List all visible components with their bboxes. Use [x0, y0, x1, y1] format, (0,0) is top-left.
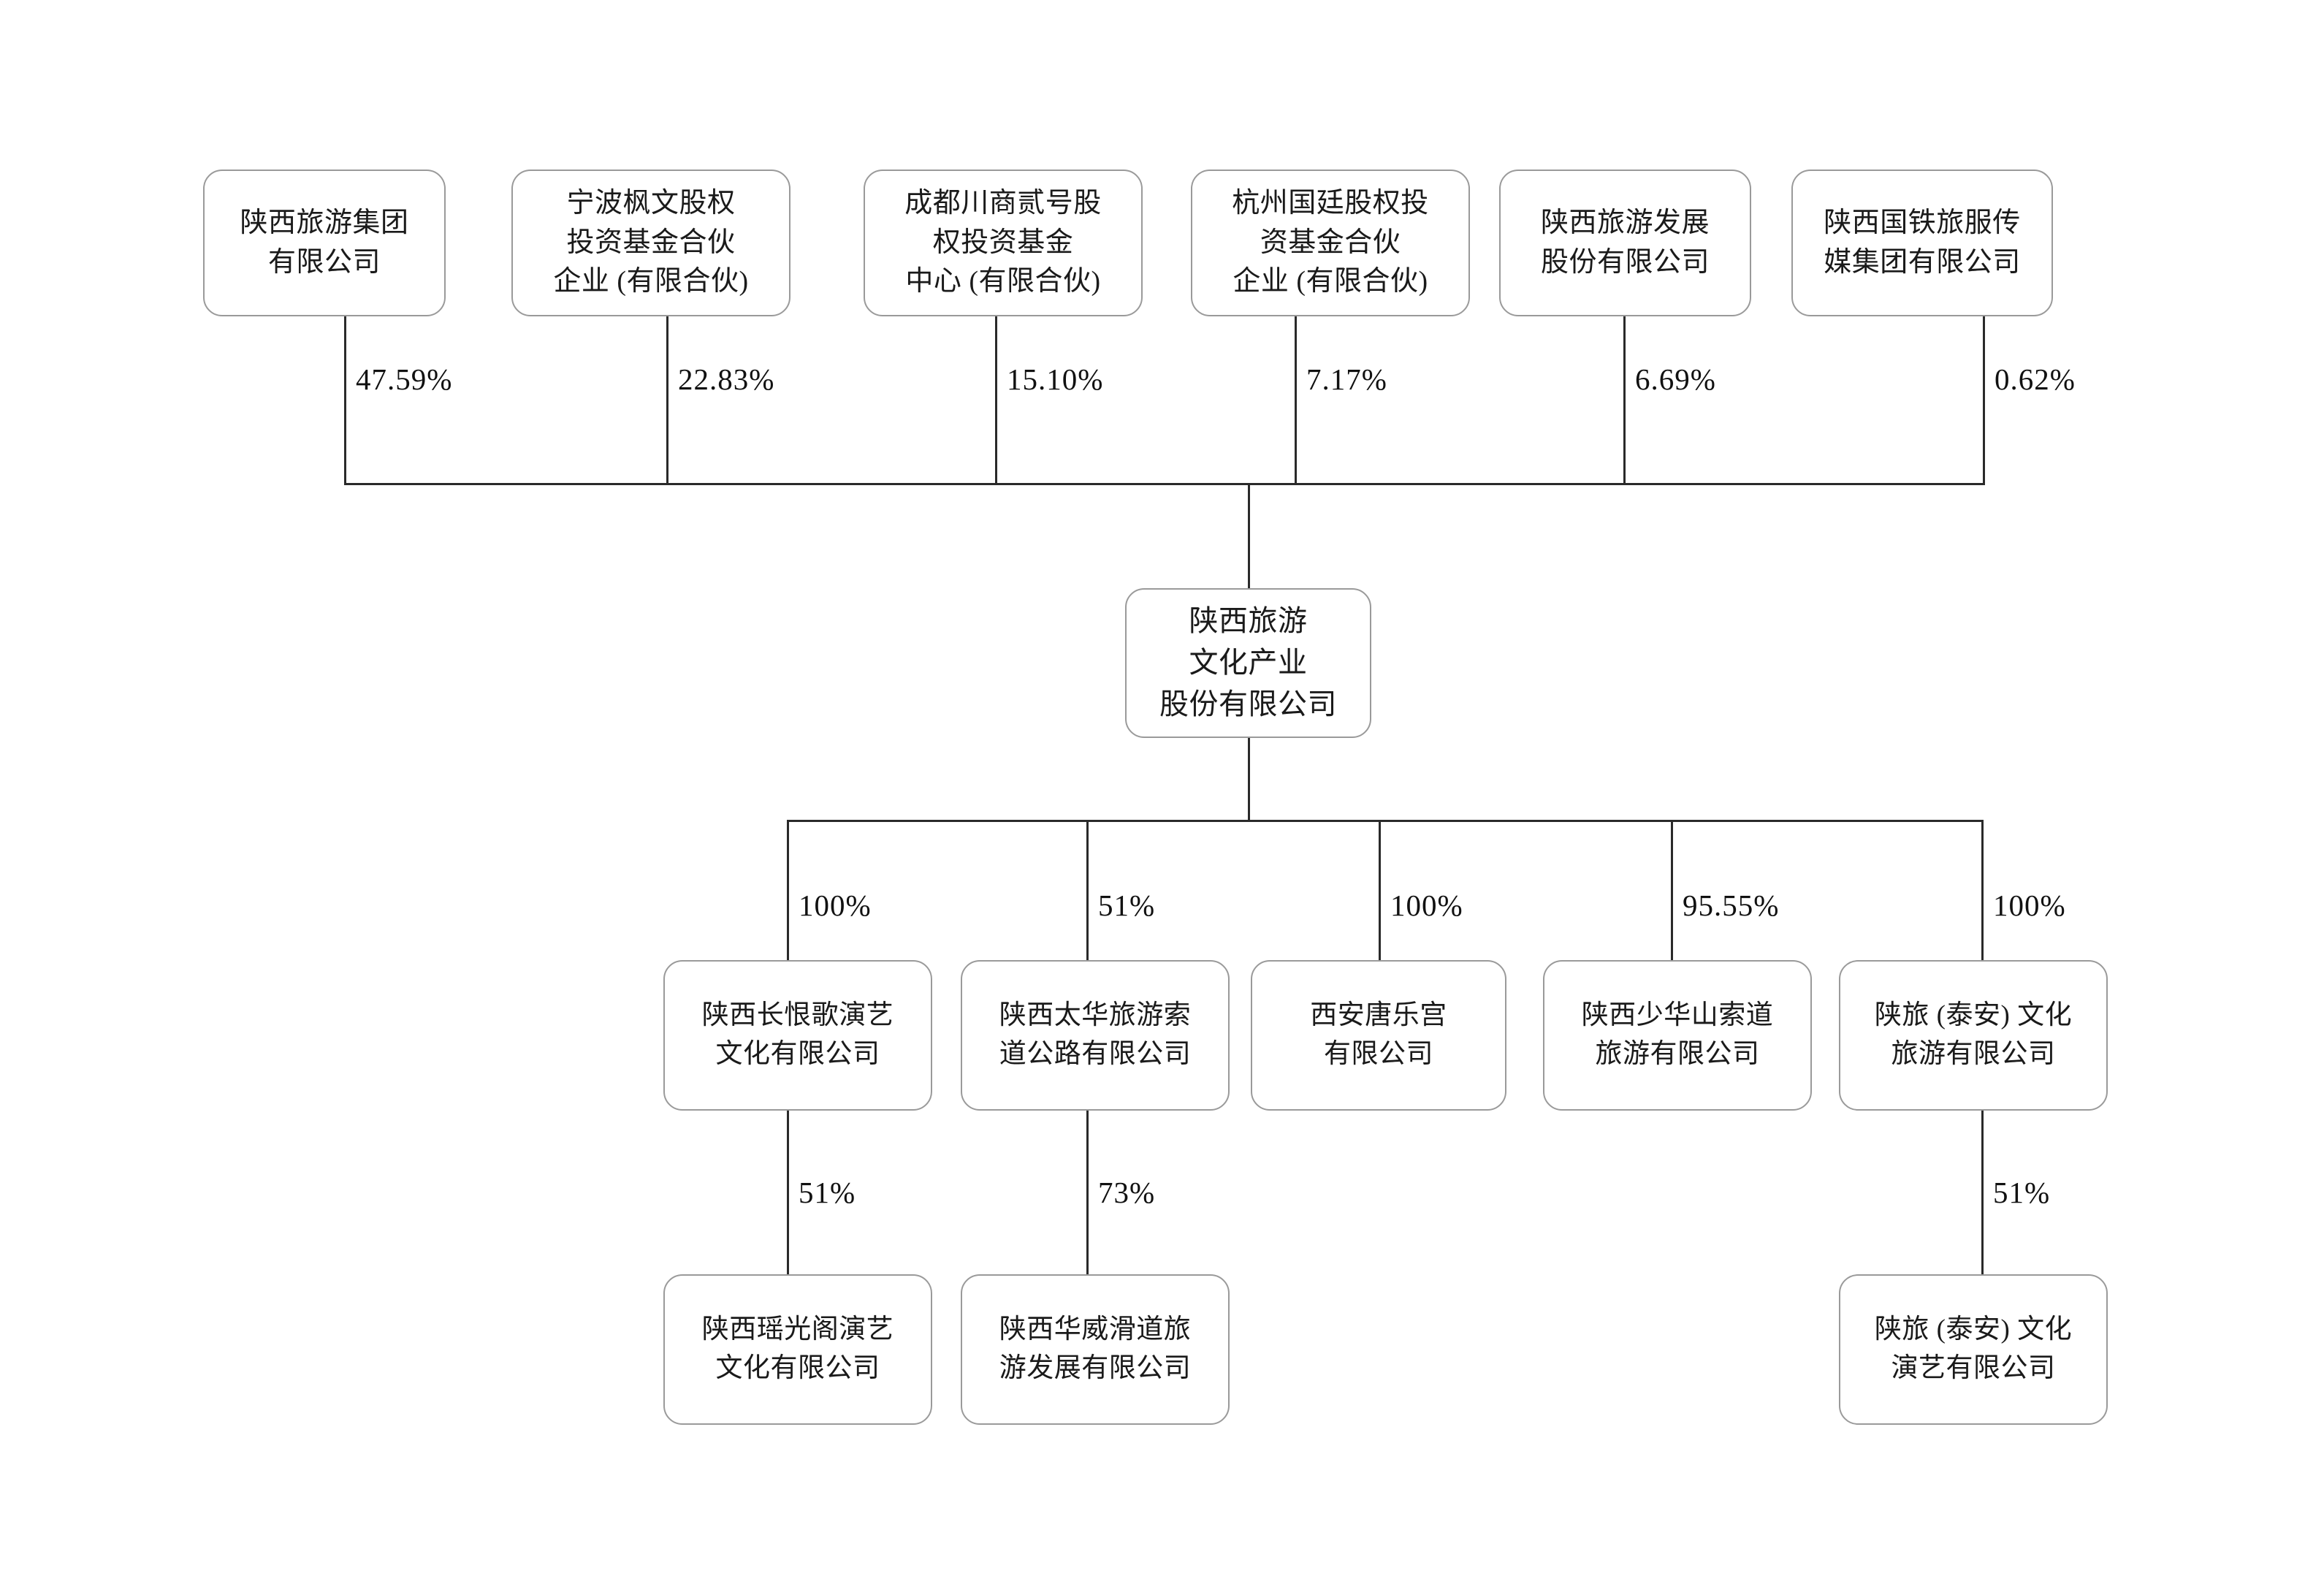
shareholder-bus-line [344, 483, 1985, 485]
subsidiary-box-3[interactable]: 西安唐乐宫 有限公司 [1251, 960, 1506, 1111]
sub-subsidiary-box-3[interactable]: 陕旅 (泰安) 文化 演艺有限公司 [1839, 1274, 2108, 1425]
shareholder-3-line-1: 成都川商贰号股 [904, 187, 1102, 218]
shareholder-6-line-2: 媒集团有限公司 [1824, 246, 2021, 278]
percent-shareholder-4: 7.17% [1306, 362, 1387, 396]
percent-sub-subsidiary-2: 73% [1098, 1176, 1156, 1209]
subsidiary-3-line-2: 有限公司 [1324, 1039, 1433, 1069]
shareholder-box-1[interactable]: 陕西旅游集团 有限公司 [203, 170, 446, 316]
percent-shareholder-1: 47.59% [356, 362, 453, 396]
shareholder-3-line-2: 权投资基金 [932, 227, 1074, 258]
sub-subsidiary-box-1[interactable]: 陕西瑶光阁演艺 文化有限公司 [663, 1274, 932, 1425]
subsidiary-3-line-1: 西安唐乐宫 [1310, 1000, 1447, 1031]
connector-bus-to-company [1248, 483, 1250, 590]
subsidiary-box-4[interactable]: 陕西少华山索道 旅游有限公司 [1543, 960, 1812, 1111]
shareholder-3-line-3: 中心 (有限合伙) [905, 266, 1101, 297]
subsidiary-2-line-2: 道公路有限公司 [999, 1039, 1192, 1069]
sub-subsidiary-1-line-2: 文化有限公司 [715, 1353, 880, 1383]
subsidiary-5-line-2: 旅游有限公司 [1891, 1039, 2056, 1069]
subsidiary-box-2[interactable]: 陕西太华旅游索 道公路有限公司 [961, 960, 1230, 1111]
percent-shareholder-5: 6.69% [1635, 362, 1716, 396]
subsidiary-box-1[interactable]: 陕西长恨歌演艺 文化有限公司 [663, 960, 932, 1111]
shareholder-box-2[interactable]: 宁波枫文股权 投资基金合伙 企业 (有限合伙) [511, 170, 790, 316]
percent-shareholder-2: 22.83% [678, 362, 775, 396]
company-line-1: 陕西旅游 [1189, 604, 1308, 638]
connector-subsidiary-2 [1086, 820, 1089, 960]
connector-company-to-subsidiary-bus [1248, 738, 1250, 821]
connector-sub-subsidiary-2 [1086, 1111, 1089, 1274]
connector-subsidiary-4 [1671, 820, 1673, 960]
subsidiary-box-5[interactable]: 陕旅 (泰安) 文化 旅游有限公司 [1839, 960, 2108, 1111]
shareholder-box-6[interactable]: 陕西国铁旅服传 媒集团有限公司 [1791, 170, 2053, 316]
percent-subsidiary-2: 51% [1098, 888, 1156, 922]
connector-shareholder-4 [1295, 316, 1297, 484]
shareholder-5-line-2: 股份有限公司 [1540, 246, 1710, 278]
shareholder-2-line-1: 宁波枫文股权 [566, 187, 736, 218]
percent-sub-subsidiary-1: 51% [799, 1176, 856, 1209]
sub-subsidiary-3-line-1: 陕旅 (泰安) 文化 [1874, 1314, 2073, 1345]
shareholder-1-line-1: 陕西旅游集团 [240, 207, 409, 238]
connector-subsidiary-1 [787, 820, 789, 960]
connector-shareholder-1 [344, 316, 346, 484]
shareholder-4-line-2: 资基金合伙 [1260, 227, 1401, 258]
shareholder-4-line-1: 杭州国廷股权投 [1232, 187, 1429, 218]
sub-subsidiary-2-line-2: 游发展有限公司 [999, 1353, 1192, 1383]
percent-sub-subsidiary-3: 51% [1993, 1176, 2051, 1209]
connector-shareholder-2 [666, 316, 668, 484]
company-line-3: 股份有限公司 [1159, 687, 1337, 720]
sub-subsidiary-box-2[interactable]: 陕西华威滑道旅 游发展有限公司 [961, 1274, 1230, 1425]
connector-subsidiary-3 [1379, 820, 1381, 960]
percent-subsidiary-3: 100% [1390, 888, 1463, 922]
shareholder-box-3[interactable]: 成都川商贰号股 权投资基金 中心 (有限合伙) [864, 170, 1143, 316]
connector-sub-subsidiary-3 [1981, 1111, 1984, 1274]
company-line-2: 文化产业 [1189, 646, 1308, 680]
sub-subsidiary-3-line-2: 演艺有限公司 [1891, 1353, 2056, 1383]
sub-subsidiary-1-line-1: 陕西瑶光阁演艺 [701, 1314, 894, 1345]
percent-shareholder-3: 15.10% [1007, 362, 1104, 396]
connector-shareholder-3 [995, 316, 997, 484]
subsidiary-5-line-1: 陕旅 (泰安) 文化 [1874, 1000, 2073, 1031]
percent-subsidiary-1: 100% [799, 888, 872, 922]
subsidiary-1-line-1: 陕西长恨歌演艺 [701, 1000, 894, 1031]
shareholder-6-line-1: 陕西国铁旅服传 [1824, 207, 2021, 238]
shareholder-box-4[interactable]: 杭州国廷股权投 资基金合伙 企业 (有限合伙) [1191, 170, 1470, 316]
sub-subsidiary-2-line-1: 陕西华威滑道旅 [999, 1314, 1192, 1345]
connector-sub-subsidiary-1 [787, 1111, 789, 1274]
subsidiary-2-line-1: 陕西太华旅游索 [999, 1000, 1192, 1031]
shareholder-box-5[interactable]: 陕西旅游发展 股份有限公司 [1499, 170, 1751, 316]
connector-shareholder-5 [1623, 316, 1626, 484]
subsidiary-bus-line [787, 820, 1983, 822]
subsidiary-1-line-2: 文化有限公司 [715, 1039, 880, 1069]
shareholder-5-line-1: 陕西旅游发展 [1540, 207, 1710, 238]
percent-shareholder-6: 0.62% [1995, 362, 2076, 396]
percent-subsidiary-4: 95.55% [1683, 888, 1780, 922]
percent-subsidiary-5: 100% [1993, 888, 2066, 922]
shareholder-4-line-3: 企业 (有限合伙) [1233, 266, 1428, 297]
subsidiary-4-line-1: 陕西少华山索道 [1581, 1000, 1774, 1031]
connector-subsidiary-5 [1981, 820, 1984, 960]
connector-shareholder-6 [1983, 316, 1985, 484]
subsidiary-4-line-2: 旅游有限公司 [1595, 1039, 1760, 1069]
shareholder-2-line-3: 企业 (有限合伙) [553, 266, 749, 297]
company-box[interactable]: 陕西旅游 文化产业 股份有限公司 [1125, 588, 1371, 738]
shareholder-2-line-2: 投资基金合伙 [566, 227, 736, 258]
shareholder-1-line-2: 有限公司 [267, 246, 381, 278]
